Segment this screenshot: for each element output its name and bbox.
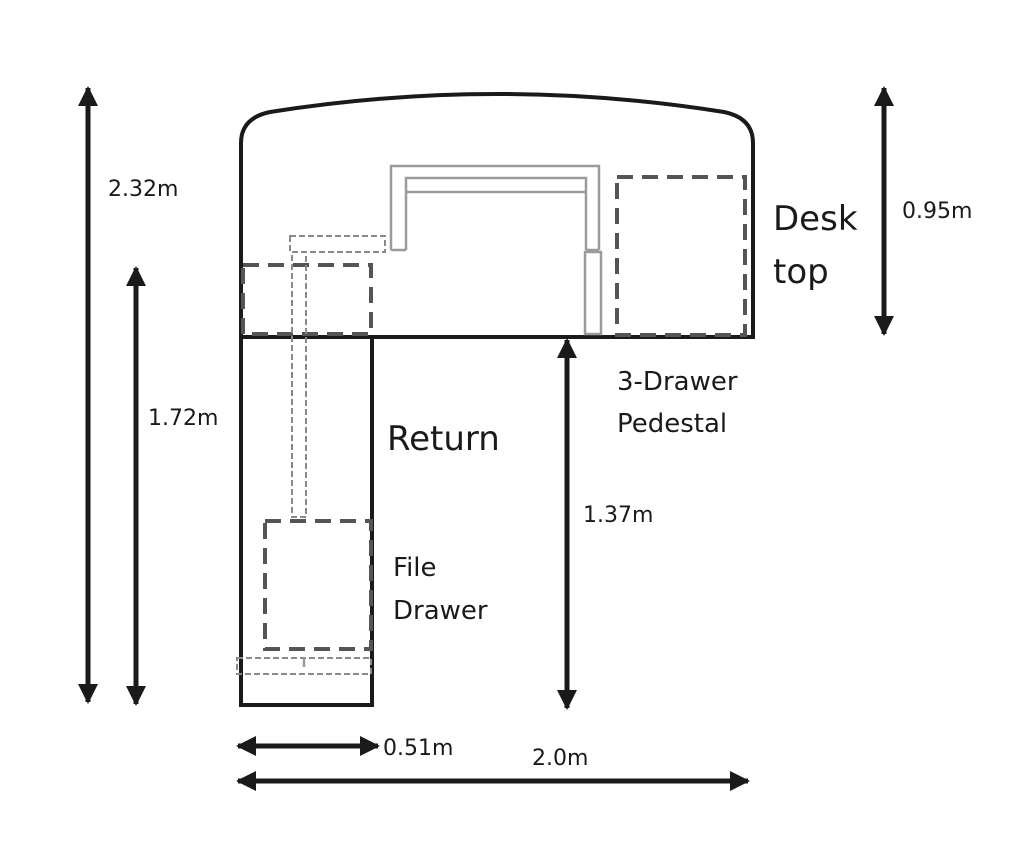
pedestal-label-line2: Pedestal bbox=[617, 409, 727, 439]
total-depth-label: 2.32m bbox=[108, 177, 178, 202]
return-label: Return bbox=[387, 419, 500, 459]
total-width-label: 2.0m bbox=[532, 746, 588, 771]
return-runner bbox=[236, 657, 372, 675]
desk-top-outline bbox=[239, 92, 755, 339]
desk-top-label-line2: top bbox=[773, 252, 829, 292]
knee-space-label: 1.37m bbox=[583, 503, 653, 528]
file-drawer-dashed-box bbox=[263, 519, 373, 651]
pedestal-dashed-box bbox=[615, 175, 747, 337]
return-width-label: 0.51m bbox=[383, 736, 453, 761]
file-drawer-label-line1: File bbox=[393, 553, 437, 583]
file-drawer-label-line2: Drawer bbox=[393, 596, 488, 626]
pedestal-label-line1: 3-Drawer bbox=[617, 367, 738, 397]
desk-top-depth-label: 0.95m bbox=[902, 199, 972, 224]
return-length-label: 1.72m bbox=[148, 406, 218, 431]
chair-frame bbox=[289, 164, 603, 518]
desk-top-label-line1: Desk bbox=[773, 199, 858, 239]
